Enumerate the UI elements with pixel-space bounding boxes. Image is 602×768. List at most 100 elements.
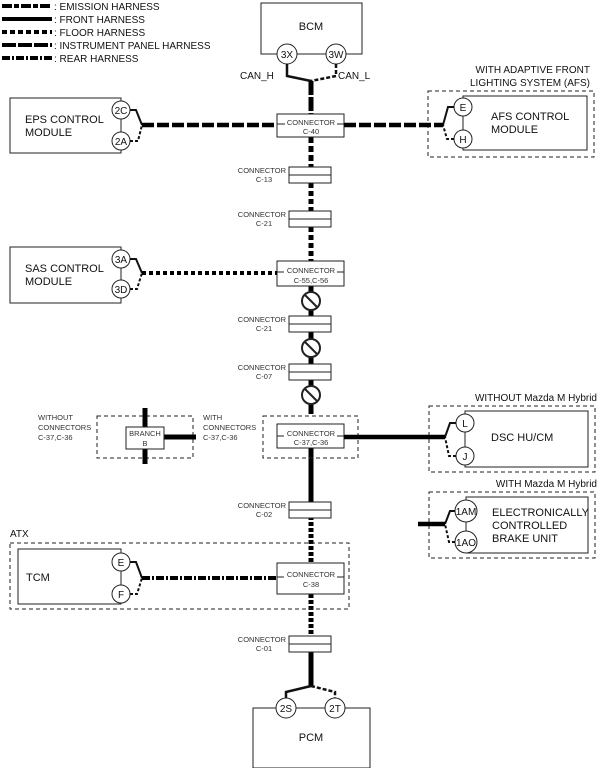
- svg-text:CONNECTOR: CONNECTOR: [238, 315, 287, 324]
- svg-text:CONNECTOR: CONNECTOR: [287, 266, 336, 275]
- eps-title: EPS CONTROL: [25, 114, 104, 126]
- svg-text:CONNECTOR: CONNECTOR: [238, 166, 287, 175]
- pin-e: E: [453, 97, 473, 117]
- svg-text:CONNECTOR: CONNECTOR: [287, 429, 336, 438]
- can-h-wire: [285, 64, 312, 83]
- svg-text:CONNECTOR: CONNECTOR: [287, 118, 336, 127]
- connector-c-21-lower: CONNECTOR C-21: [238, 315, 332, 333]
- svg-text:MODULE: MODULE: [25, 127, 72, 139]
- svg-text:BRANCH: BRANCH: [129, 429, 161, 438]
- pin-3w: 3W: [325, 43, 347, 65]
- dsc-title: DSC HU/CM: [491, 432, 553, 444]
- svg-text:1AO: 1AO: [456, 538, 476, 549]
- svg-text:C-01: C-01: [256, 644, 272, 653]
- legend-label: : FRONT HARNESS: [54, 15, 145, 26]
- svg-text:3D: 3D: [115, 285, 128, 296]
- legend-item-rear: : REAR HARNESS: [2, 54, 139, 65]
- svg-text:C-21: C-21: [256, 219, 272, 228]
- eps-control-module: EPS CONTROL MODULE 2C 2A: [9, 97, 277, 154]
- pin-2s: 2S: [275, 697, 297, 719]
- dsc-option-label: WITHOUT Mazda M Hybrid: [475, 393, 597, 404]
- pcm-module: 2S 2T PCM: [252, 684, 371, 768]
- pin-3a: 3A: [111, 249, 131, 269]
- legend-label: : FLOOR HARNESS: [54, 28, 145, 39]
- connector-c-37-c-36: CONNECTOR C-37,C-36: [262, 415, 359, 459]
- connector-c-38: CONNECTOR C-38: [276, 562, 345, 595]
- pin-f-tcm: F: [111, 584, 131, 604]
- sas-control-module: SAS CONTROL MODULE 3A 3D: [9, 246, 277, 304]
- ecbu-option-label: WITH Mazda M Hybrid: [496, 479, 597, 490]
- pcm-title: PCM: [299, 732, 323, 744]
- legend-item-emission: : EMISSION HARNESS: [2, 2, 160, 13]
- svg-text:3A: 3A: [115, 255, 128, 266]
- connector-c-07: CONNECTOR C-07: [238, 363, 332, 381]
- connector-c-40: CONNECTOR C-40: [276, 113, 345, 138]
- branch-b: WITHOUT CONNECTORS C-37,C-36 BRANCH B WI…: [38, 408, 256, 464]
- legend-item-floor: : FLOOR HARNESS: [2, 28, 145, 39]
- svg-text:C-38: C-38: [303, 580, 319, 589]
- pin-l: L: [455, 413, 475, 433]
- bcm-title: BCM: [299, 21, 323, 33]
- pin-2a: 2A: [111, 131, 131, 151]
- svg-text:2C: 2C: [115, 106, 128, 117]
- pin-j: J: [455, 446, 475, 466]
- svg-text:C-07: C-07: [256, 372, 272, 381]
- svg-text:CONNECTOR: CONNECTOR: [238, 210, 287, 219]
- bcm-module: BCM 3X 3W CAN_H CAN_L: [240, 2, 371, 83]
- svg-text:E: E: [118, 558, 125, 569]
- with-connectors-label: WITH: [203, 413, 222, 422]
- svg-text:CONNECTOR: CONNECTOR: [238, 635, 287, 644]
- pin-1am: 1AM: [454, 499, 478, 523]
- svg-text:CONNECTOR: CONNECTOR: [238, 363, 287, 372]
- afs-title: AFS CONTROL: [491, 111, 569, 123]
- svg-text:E: E: [460, 103, 467, 114]
- without-connectors-label: WITHOUT: [38, 413, 73, 422]
- svg-text:C-02: C-02: [256, 510, 272, 519]
- sas-title: SAS CONTROL: [25, 263, 104, 275]
- svg-text:C-40: C-40: [303, 127, 319, 136]
- legend-label: : INSTRUMENT PANEL HARNESS: [54, 41, 211, 52]
- svg-text:3X: 3X: [281, 50, 294, 61]
- pin-2t: 2T: [324, 697, 346, 719]
- svg-text:BRAKE UNIT: BRAKE UNIT: [492, 533, 558, 545]
- svg-text:CONNECTORS: CONNECTORS: [38, 423, 91, 432]
- afs-control-module: WITH ADAPTIVE FRONT LIGHTING SYSTEM (AFS…: [344, 65, 595, 158]
- svg-text:LIGHTING SYSTEM (AFS): LIGHTING SYSTEM (AFS): [470, 78, 590, 89]
- legend-label: : EMISSION HARNESS: [54, 2, 160, 13]
- twisted-pair-icon: [301, 385, 321, 405]
- svg-text:CONNECTOR: CONNECTOR: [238, 501, 287, 510]
- svg-text:L: L: [462, 419, 468, 430]
- pin-1ao: 1AO: [454, 530, 478, 554]
- afs-option-label: WITH ADAPTIVE FRONT: [476, 65, 590, 76]
- legend-label: : REAR HARNESS: [54, 54, 139, 65]
- svg-text:2T: 2T: [329, 704, 341, 715]
- svg-text:CONTROLLED: CONTROLLED: [492, 520, 567, 532]
- svg-text:C-37,C-36: C-37,C-36: [294, 438, 329, 447]
- pin-3d: 3D: [111, 279, 131, 299]
- svg-text:CONNECTORS: CONNECTORS: [203, 423, 256, 432]
- legend-item-front: : FRONT HARNESS: [2, 15, 145, 26]
- svg-text:C-37,C-36: C-37,C-36: [203, 433, 238, 442]
- svg-text:F: F: [118, 590, 124, 601]
- dsc-hu-cm-module: WITHOUT Mazda M Hybrid L J DSC HU/CM: [344, 393, 597, 473]
- tcm-module: ATX E F TCM: [9, 529, 350, 610]
- svg-text:MODULE: MODULE: [491, 124, 538, 136]
- twisted-pair-icon: [301, 338, 321, 358]
- connector-c-21-upper: CONNECTOR C-21: [238, 210, 332, 228]
- svg-text:3W: 3W: [329, 50, 345, 61]
- legend: : EMISSION HARNESS : FRONT HARNESS : FLO…: [2, 2, 211, 65]
- connector-c-55-c-56: CONNECTOR C-55,C-56: [276, 260, 345, 287]
- svg-text:MODULE: MODULE: [25, 276, 72, 288]
- connector-c-13: CONNECTOR C-13: [238, 166, 332, 184]
- electronically-controlled-brake-unit: WITH Mazda M Hybrid 1AM 1AO ELECTRONICAL…: [418, 479, 597, 559]
- svg-text:H: H: [459, 135, 466, 146]
- can-l-wire: [310, 64, 338, 83]
- pin-e-tcm: E: [111, 552, 131, 572]
- svg-text:C-13: C-13: [256, 175, 272, 184]
- svg-text:2S: 2S: [280, 704, 293, 715]
- tcm-title: TCM: [26, 572, 50, 584]
- svg-text:CONNECTOR: CONNECTOR: [287, 570, 336, 579]
- connector-c-01: CONNECTOR C-01: [238, 635, 332, 653]
- can-h-label: CAN_H: [240, 71, 274, 82]
